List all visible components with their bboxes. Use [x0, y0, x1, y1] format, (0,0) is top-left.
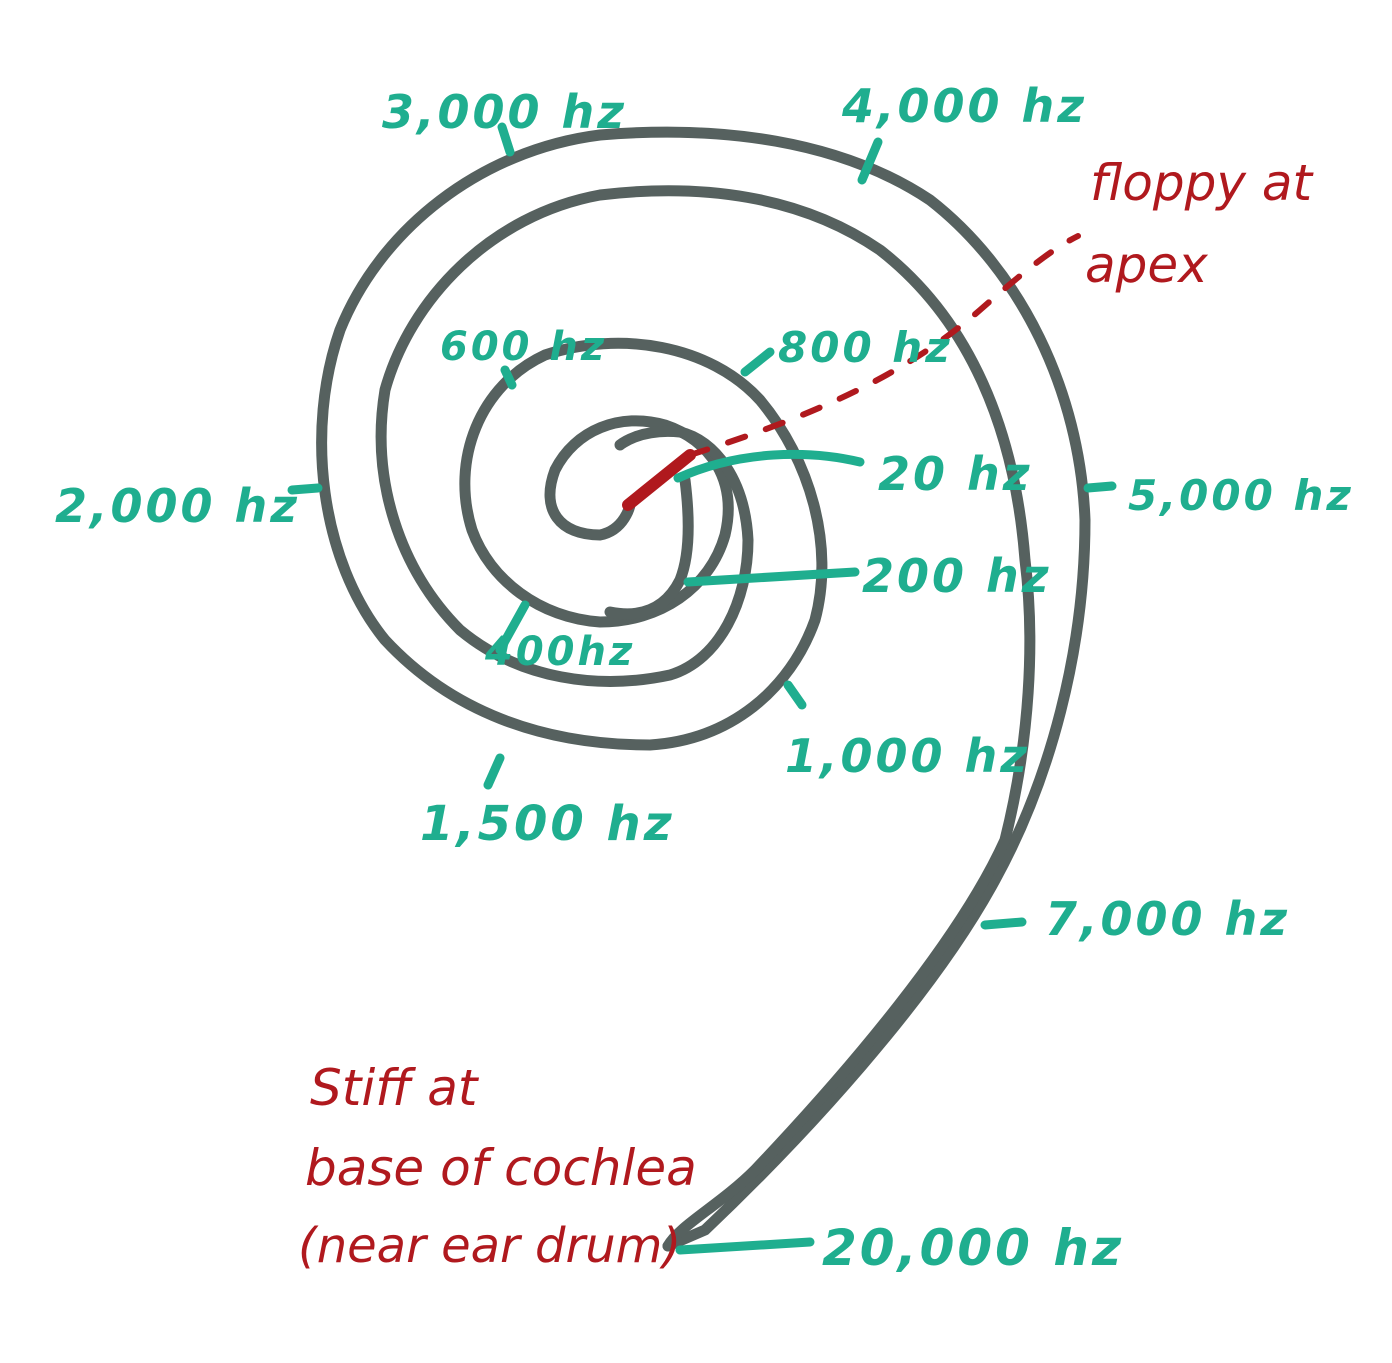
tick-1500hz [483, 753, 505, 790]
apex-note-line1: floppy at [1090, 154, 1314, 212]
tick-2000hz [287, 483, 323, 495]
tick-800hz [740, 347, 775, 377]
frequency-ticks [287, 122, 1117, 1255]
cochlea-inner-wall [375, 185, 1036, 1252]
tick-20hz [673, 449, 865, 483]
label-600hz: 600 hz [440, 324, 607, 370]
base-note-line1: Stiff at [310, 1059, 480, 1117]
base-note-line3: (near ear drum) [298, 1218, 681, 1274]
label-1000hz: 1,000 hz [785, 729, 1030, 783]
label-3000hz: 3,000 hz [382, 85, 627, 139]
cochlea-apex-turn [604, 474, 694, 620]
tick-20000hz [675, 1237, 815, 1255]
apex-note-line2: apex [1085, 236, 1208, 294]
tick-400hz [495, 600, 530, 655]
label-20hz: 20 hz [878, 447, 1033, 501]
tick-7000hz [980, 917, 1027, 930]
frequency-labels: 20 hz 200 hz 400hz 600 hz 800 hz 1,000 h… [55, 79, 1354, 1277]
base-note-line2: base of cochlea [305, 1139, 697, 1197]
label-1500hz: 1,500 hz [420, 796, 675, 852]
label-7000hz: 7,000 hz [1045, 892, 1290, 946]
tick-1000hz [783, 680, 807, 710]
annotations: floppy at apex Stiff at base of cochlea … [298, 154, 1314, 1274]
tick-3000hz [497, 122, 515, 157]
apex-marker [622, 449, 696, 511]
label-4000hz: 4,000 hz [841, 79, 1087, 133]
label-200hz: 200 hz [862, 549, 1052, 603]
cochlea-outer-wall [316, 126, 1091, 1252]
apex-leader-dashed [687, 233, 1081, 458]
label-800hz: 800 hz [778, 323, 953, 372]
tick-200hz [683, 567, 860, 587]
tick-4000hz [857, 137, 883, 185]
label-5000hz: 5,000 hz [1128, 471, 1354, 520]
label-400hz: 400hz [484, 629, 635, 675]
tick-600hz [500, 365, 517, 390]
label-20000hz: 20,000 hz [822, 1219, 1124, 1277]
label-2000hz: 2,000 hz [55, 479, 300, 533]
tick-5000hz [1083, 481, 1117, 493]
